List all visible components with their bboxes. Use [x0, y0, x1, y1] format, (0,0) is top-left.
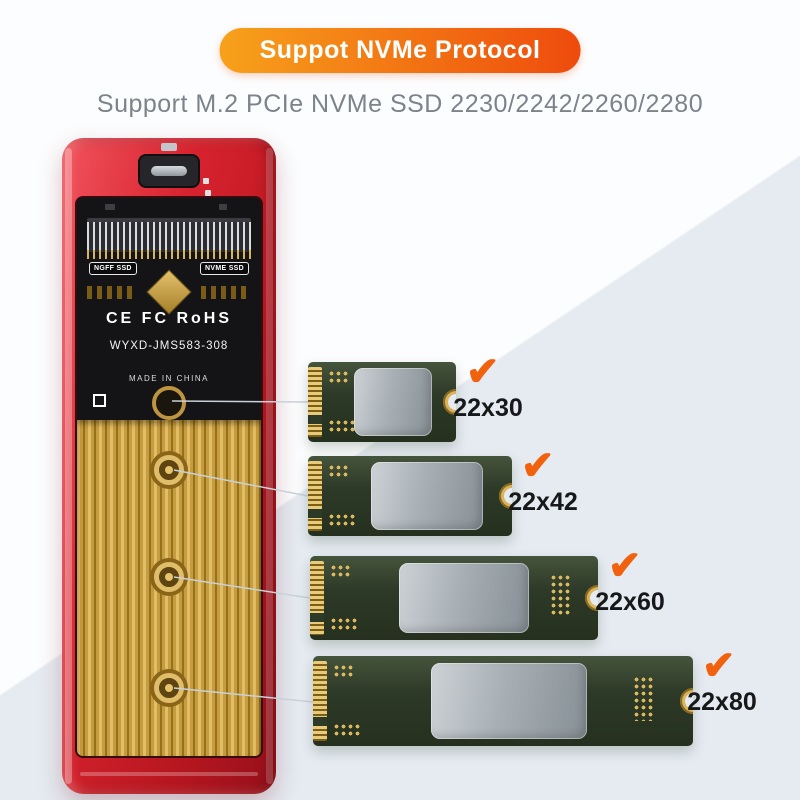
enclosure-window: NGFF SSD NVME SSD CE FC RoHS WYXD-JMS583… — [75, 196, 263, 758]
qr-mark — [93, 394, 106, 407]
check-icon: ✔ — [608, 544, 642, 588]
ssd-sticker — [371, 462, 484, 530]
ngff-ssd-chip-label: NGFF SSD — [89, 262, 137, 275]
connector-key-notch — [313, 717, 327, 727]
check-icon: ✔ — [702, 644, 736, 688]
pcb-comb-pattern — [87, 286, 137, 299]
mount-notch — [590, 590, 598, 606]
banner-title: Suppot NVMe Protocol — [219, 28, 581, 73]
gold-heatsink — [77, 420, 261, 756]
subtitle-text: Support M.2 PCIe NVMe SSD 2230/2242/2260… — [96, 90, 704, 118]
solder-pads — [333, 723, 362, 738]
m2-slot-gold-pins — [87, 250, 251, 259]
connector-key-notch — [310, 612, 324, 622]
mount-notch — [504, 488, 512, 504]
connector-key-notch — [308, 509, 322, 519]
enclosure-right-edge — [266, 148, 273, 784]
connector-line-2242 — [173, 469, 309, 497]
solder-pads — [330, 617, 359, 632]
edge-connector — [308, 461, 322, 531]
connector-line-2230 — [171, 400, 309, 403]
edge-connector — [308, 367, 322, 437]
origin-text: MADE IN CHINA — [129, 374, 209, 383]
usb-c-port — [138, 154, 200, 188]
connector-line-2280 — [173, 687, 314, 703]
ssd-board-2230 — [308, 362, 456, 442]
ssd-board-2242 — [308, 456, 512, 536]
connector-line-2260 — [173, 576, 311, 599]
usb-c-pin — [151, 166, 187, 176]
screw-center — [165, 573, 173, 581]
screw-standoff-2230 — [152, 386, 186, 420]
ssd-sticker — [353, 368, 433, 436]
edge-connector — [313, 661, 327, 741]
solder-pads — [328, 419, 357, 434]
size-label-2280: 22x80 — [687, 688, 757, 716]
model-number: WYXD-JMS583-308 — [109, 340, 229, 352]
m2-slot-contacts — [87, 218, 251, 252]
check-icon: ✔ — [466, 350, 500, 394]
component-dot — [203, 178, 209, 184]
solder-pads — [330, 564, 352, 579]
nvme-ssd-chip-label: NVME SSD — [200, 262, 249, 275]
pcb-component — [219, 204, 227, 210]
screw-standoff-2242 — [154, 455, 184, 485]
pcb-component — [105, 204, 115, 210]
solder-pads — [633, 675, 655, 721]
screw-center — [165, 466, 173, 474]
certification-marks: CE FC RoHS — [106, 310, 232, 327]
solder-pads — [550, 574, 573, 617]
solder-pads — [328, 464, 350, 479]
size-label-2242: 22x42 — [508, 488, 578, 516]
size-label-2230: 22x30 — [453, 394, 523, 422]
solder-pads — [328, 513, 357, 528]
ssd-board-2280 — [313, 656, 693, 746]
connector-key-notch — [308, 415, 322, 425]
pcb-comb-pattern — [201, 286, 251, 299]
component-dot — [205, 190, 211, 196]
solder-pads — [333, 664, 355, 679]
edge-connector — [310, 561, 324, 635]
size-label-2260: 22x60 — [595, 588, 665, 616]
screw-center — [165, 684, 173, 692]
mount-notch — [448, 394, 456, 410]
enclosure-left-edge — [65, 148, 72, 784]
enclosure-bottom-seam — [80, 772, 258, 776]
ssd-sticker — [430, 663, 587, 739]
ssd-board-2260 — [310, 556, 598, 640]
solder-pads — [328, 370, 350, 385]
usb-c-port-cap — [161, 143, 177, 151]
ssd-enclosure: NGFF SSD NVME SSD CE FC RoHS WYXD-JMS583… — [62, 138, 276, 794]
ssd-sticker — [399, 562, 529, 634]
mount-notch — [685, 693, 693, 709]
screw-standoff-2260 — [154, 562, 184, 592]
check-icon: ✔ — [521, 444, 555, 488]
